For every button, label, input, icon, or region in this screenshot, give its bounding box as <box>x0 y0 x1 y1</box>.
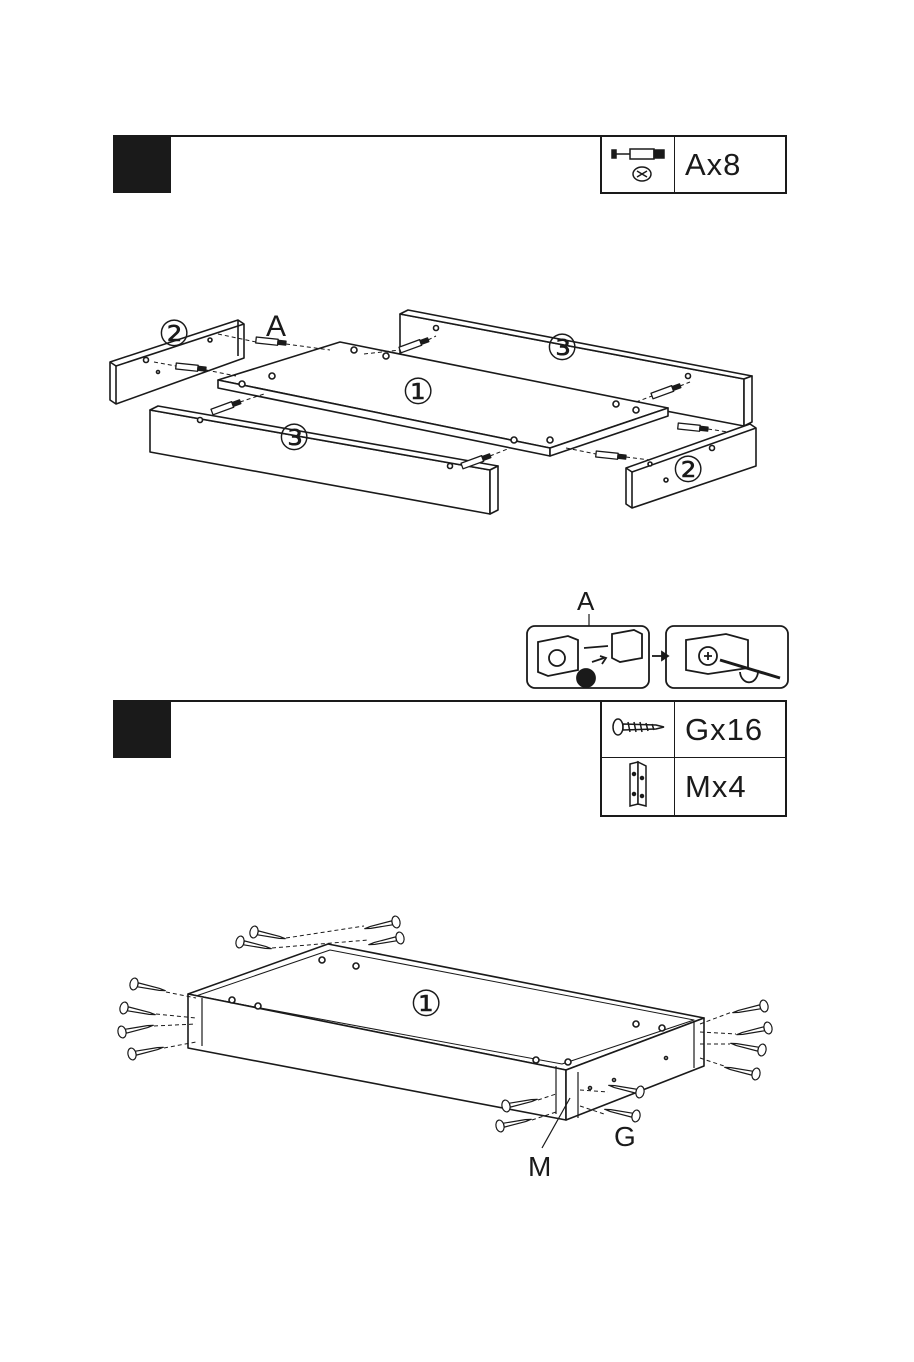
detail-label-a: A <box>577 586 595 616</box>
step-2-number-box <box>113 702 171 758</box>
step-2-part-quantity-screw: Gx16 <box>675 701 787 758</box>
label-panel-2-left: ② <box>158 313 190 354</box>
label-step2-panel-1: ① <box>410 983 442 1024</box>
label-panel-3-back: ③ <box>546 327 578 368</box>
cam-bolt-and-lock-icon <box>606 138 670 186</box>
assembled-box <box>188 944 704 1120</box>
label-part-a: A <box>266 310 286 343</box>
label-bracket-m: M <box>528 1151 551 1182</box>
label-panel-2-right: ② <box>672 449 704 490</box>
corner-bracket-icon <box>606 758 670 810</box>
step-1-parts-table: Ax8 <box>600 135 787 194</box>
step-1-part-quantity: Ax8 <box>675 136 787 193</box>
step-2-parts-table: Gx16 Mx4 <box>600 700 787 817</box>
step-1-number-box <box>113 137 171 193</box>
step-1-part-icon-cell <box>601 136 675 193</box>
step-2-part-icon-cell-screw <box>601 701 675 758</box>
label-screw-g: G <box>614 1121 636 1152</box>
step-2-assembly-diagram: ① G M <box>0 900 914 1200</box>
step-1-header: Ax8 <box>113 135 787 137</box>
cam-lock-detail: A <box>0 586 914 706</box>
label-panel-1: ① <box>402 371 434 412</box>
step-2-part-icon-cell-bracket <box>601 758 675 817</box>
step-2-header: Gx16 Mx4 <box>113 700 787 702</box>
label-panel-3-front: ③ <box>278 417 310 458</box>
screw-icon <box>606 707 670 747</box>
step-2-part-quantity-bracket: Mx4 <box>675 758 787 817</box>
